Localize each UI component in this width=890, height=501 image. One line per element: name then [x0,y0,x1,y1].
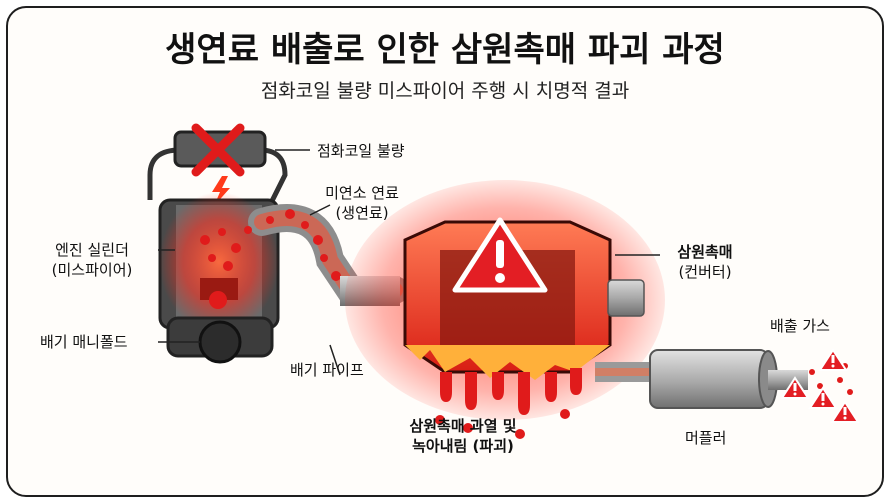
warning-triangle-icon [830,400,860,423]
muffler [649,349,808,409]
warning-triangle-icon [808,386,838,409]
label-engine-cylinder: 엔진 실린더 (미스파이어) [28,240,156,280]
label-muffler: 머플러 [685,429,727,447]
label-engine-cylinder-line2: (미스파이어) [51,261,133,279]
label-catalytic-converter-line1: 삼원촉매 [677,243,733,261]
label-engine-cylinder-line1: 엔진 실린더 [55,241,129,259]
label-ignition-coil: 점화코일 불량 [317,142,405,160]
melting-drips [435,368,582,439]
label-unburned-fuel-line1: 미연소 연료 [325,184,399,202]
exhaust-manifold [166,316,274,364]
label-unburned-fuel-line2: (생연료) [335,204,389,222]
leader-lines [158,204,660,376]
x-mark-icon [191,123,245,177]
warning-triangle-icon [452,217,548,293]
label-exhaust-pipe: 배기 파이프 [290,361,364,379]
label-catalytic-converter-line2: (컨버터) [678,263,732,281]
diagram-subtitle: 점화코일 불량 미스파이어 주행 시 치명적 결과 [260,80,630,102]
warning-triangle-icon [818,348,848,371]
label-exhaust-manifold: 배기 매니폴드 [40,333,128,351]
catalytic-converter [345,180,665,420]
label-catalyst-meltdown: 삼원촉매 과열 및 녹아내림 (파괴) [388,416,538,456]
label-unburned-fuel: 미연소 연료 (생연료) [312,183,412,223]
fuel-droplets [200,209,356,309]
label-catalytic-converter: 삼원촉매 (컨버터) [655,242,755,282]
lightning-icon [212,176,230,206]
diagram-title: 생연료 배출로 인한 삼원촉매 파괴 과정 [165,30,725,70]
warning-triangle-icon [780,376,810,399]
label-exhaust-gas: 배출 가스 [770,317,830,335]
label-catalyst-meltdown-line1: 삼원촉매 과열 및 [409,417,517,435]
label-catalyst-meltdown-line2: 녹아내림 (파괴) [412,437,514,455]
